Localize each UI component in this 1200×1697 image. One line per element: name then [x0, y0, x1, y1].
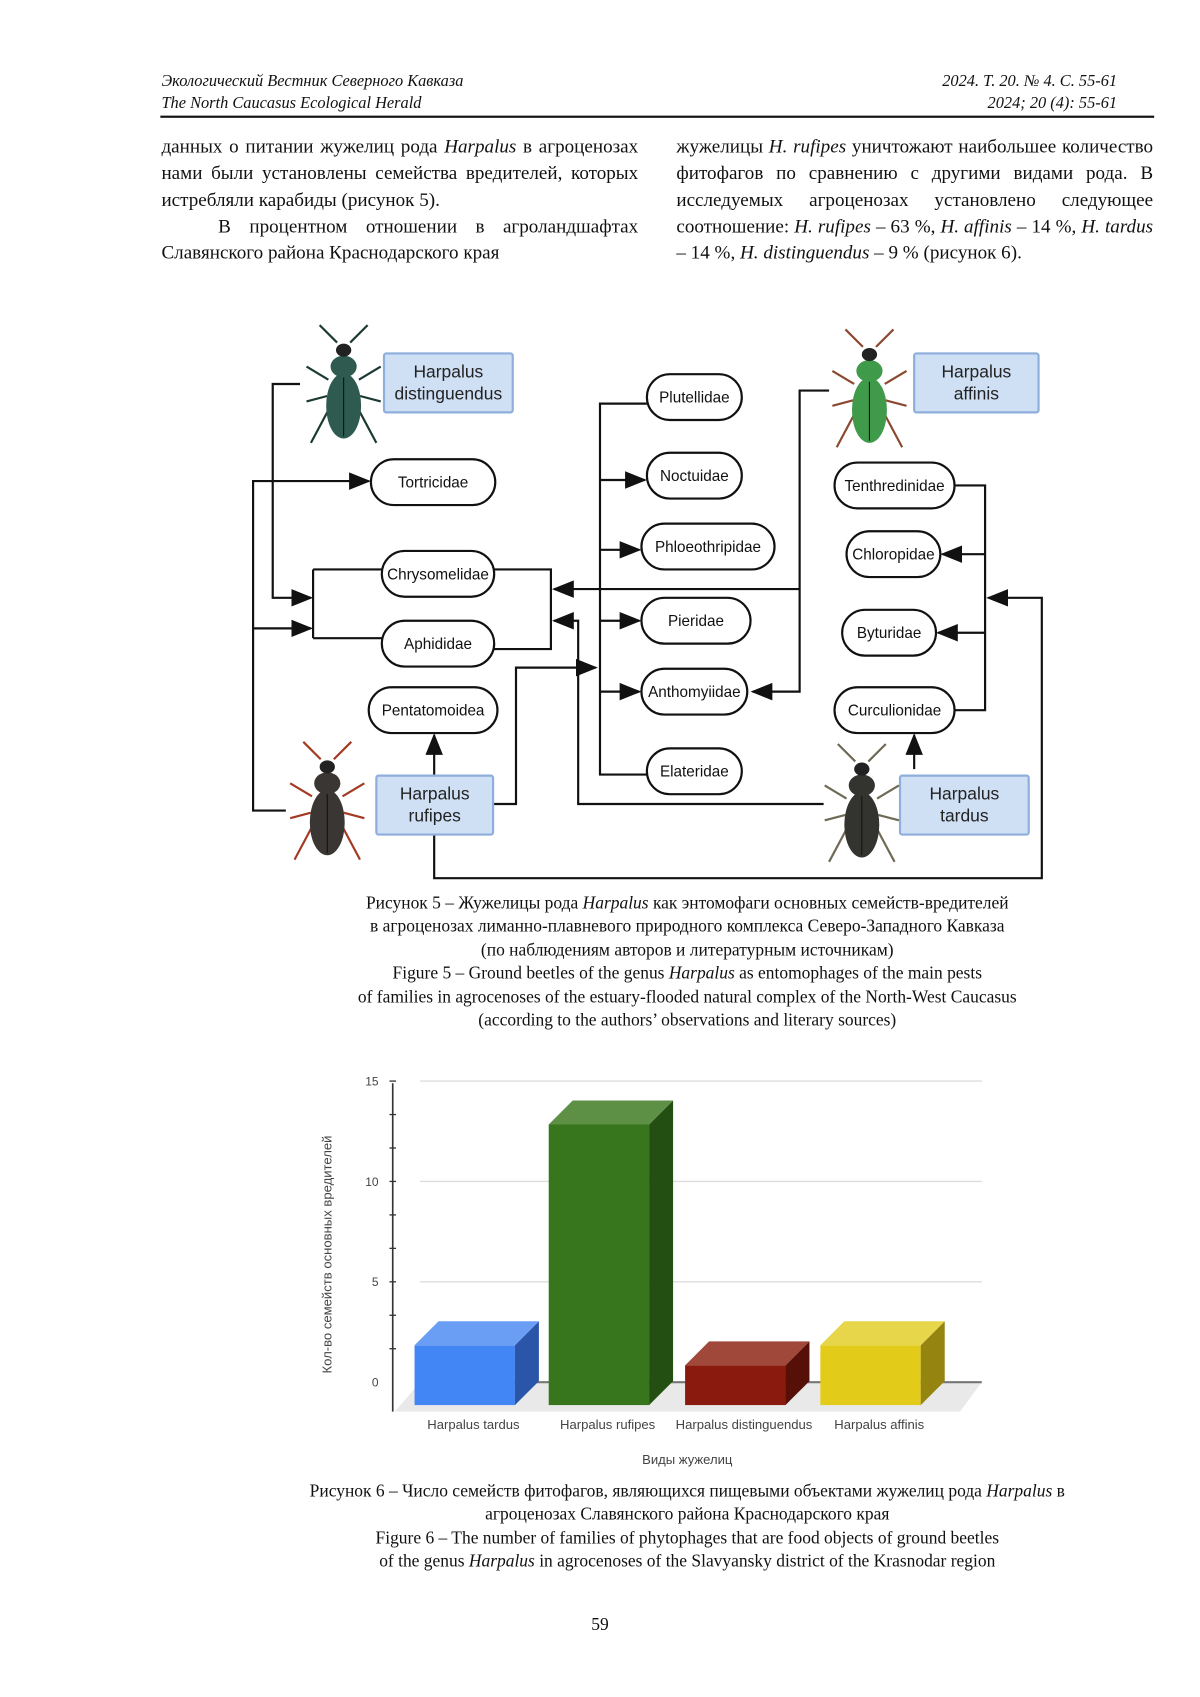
text: Рисунок 6 – Число семейств фитофагов, яв…	[310, 1483, 987, 1502]
family-node-anthomyiidae: Anthomyiidae	[641, 669, 747, 715]
beetle-image-icon	[832, 329, 906, 447]
family-node-byturidae: Byturidae	[842, 610, 936, 656]
species-label: rufipes	[409, 805, 462, 825]
family-label: Pentatomoidea	[382, 703, 485, 720]
family-node-curculionidae: Curculionidae	[835, 687, 955, 733]
y-axis-label: Кол-во семейств основных вредителей	[320, 1136, 335, 1374]
species-label: affinis	[954, 383, 1000, 403]
bar-harpalus-tardus	[415, 1345, 515, 1405]
species-box-harpalus-affinis: Harpalusaffinis	[914, 353, 1038, 412]
text: Harpalus	[583, 895, 649, 914]
species-box-harpalus-distinguendus: Harpalusdistinguendus	[384, 353, 513, 412]
caption-line: Рисунок 5 – Жужелицы рода Harpalus как э…	[164, 892, 1200, 915]
family-label: Pieridae	[668, 613, 724, 630]
family-label: Curculionidae	[848, 703, 941, 720]
family-label: Chloropidae	[852, 547, 934, 564]
bar-harpalus-affinis	[820, 1345, 920, 1405]
text: Harpalus	[469, 1553, 535, 1572]
family-node-pentatomoidea: Pentatomoidea	[369, 687, 498, 733]
family-label: Anthomyiidae	[648, 684, 740, 701]
caption-line: Figure 5 – Ground beetles of the genus H…	[164, 962, 1200, 985]
y-tick-label: 15	[365, 1074, 379, 1088]
figure5-caption: Рисунок 5 – Жужелицы рода Harpalus как э…	[164, 892, 1200, 1032]
figure6-caption: Рисунок 6 – Число семейств фитофагов, яв…	[164, 1480, 1200, 1573]
connector-line	[955, 485, 986, 710]
caption-line: of families in agrocenoses of the estuar…	[164, 986, 1200, 1009]
species-label: Harpalus	[400, 784, 470, 804]
family-label: Aphididae	[404, 636, 472, 653]
beetle-image-icon	[825, 744, 899, 862]
x-tick-label: Harpalus affinis	[834, 1417, 924, 1432]
arrow-connector	[493, 668, 596, 804]
bar-harpalus-distinguendus	[685, 1365, 785, 1405]
caption-line: (по наблюдениям авторов и литературным и…	[164, 939, 1200, 962]
family-label: Elateridae	[660, 764, 729, 781]
bar-side	[649, 1100, 673, 1405]
y-tick-label: 10	[365, 1175, 379, 1189]
caption-line: Рисунок 6 – Число семейств фитофагов, яв…	[164, 1480, 1200, 1503]
family-label: Noctuidae	[660, 468, 729, 485]
text: Harpalus	[986, 1483, 1052, 1502]
connector-line	[494, 569, 551, 649]
bar-harpalus-rufipes	[549, 1124, 649, 1405]
species-label: distinguendus	[395, 383, 503, 403]
caption-line: (according to the authors’ observations …	[164, 1009, 1200, 1032]
species-label: Harpalus	[941, 361, 1011, 381]
family-label: Byturidae	[857, 625, 922, 642]
family-label: Tortricidae	[398, 475, 468, 492]
arrow-connector	[273, 384, 311, 598]
species-label: Harpalus	[929, 784, 999, 804]
text: as entomophages of the main pests	[735, 965, 982, 984]
x-tick-label: Harpalus tardus	[427, 1417, 520, 1432]
beetle-image-icon	[290, 742, 364, 860]
family-node-chloropidae: Chloropidae	[847, 531, 941, 577]
text: в	[1052, 1483, 1065, 1502]
family-node-tortricidae: Tortricidae	[371, 459, 495, 505]
species-label: Harpalus	[413, 361, 483, 381]
family-label: Plutellidae	[659, 390, 729, 407]
text: in agrocenoses of the Slavyansky distric…	[535, 1553, 995, 1572]
beetle-image-icon	[307, 325, 381, 443]
caption-line: Figure 6 – The number of families of phy…	[164, 1527, 1200, 1550]
family-node-elateridae: Elateridae	[647, 748, 742, 794]
family-label: Phloeothripidae	[655, 539, 761, 556]
y-tick-label: 0	[372, 1376, 379, 1390]
x-tick-label: Harpalus rufipes	[560, 1417, 656, 1432]
family-label: Tenthredinidae	[844, 478, 944, 495]
family-node-phloeothripidae: Phloeothripidae	[641, 524, 774, 570]
species-box-harpalus-rufipes: Harpalusrufipes	[376, 776, 493, 835]
family-node-pieridae: Pieridae	[641, 598, 750, 644]
family-node-tenthredinidae: Tenthredinidae	[835, 463, 955, 509]
family-node-noctuidae: Noctuidae	[647, 453, 742, 499]
text: Figure 5 – Ground beetles of the genus	[393, 965, 669, 984]
species-label: tardus	[940, 805, 989, 825]
text: как энтомофаги основных семейств-вредите…	[649, 895, 1009, 914]
family-node-plutellidae: Plutellidae	[647, 374, 742, 420]
x-tick-label: Harpalus distinguendus	[676, 1417, 813, 1432]
page-number: 59	[0, 1616, 1200, 1636]
family-node-aphididae: Aphididae	[382, 621, 494, 667]
family-label: Chrysomelidae	[387, 566, 489, 583]
arrow-connector	[253, 481, 369, 810]
caption-line: of the genus Harpalus in agrocenoses of …	[164, 1550, 1200, 1573]
y-tick-label: 5	[372, 1275, 379, 1289]
text: Harpalus	[669, 965, 735, 984]
text: Рисунок 5 – Жужелицы рода	[366, 895, 583, 914]
caption-line: агроценозах Славянского района Краснодар…	[164, 1504, 1200, 1527]
text: of the genus	[379, 1553, 469, 1572]
x-axis-label: Виды жужелиц	[642, 1452, 733, 1467]
family-node-chrysomelidae: Chrysomelidae	[382, 551, 494, 597]
caption-line: в агроценозах лиманно-плавневого природн…	[164, 916, 1200, 939]
species-box-harpalus-tardus: Harpalustardus	[900, 776, 1029, 835]
